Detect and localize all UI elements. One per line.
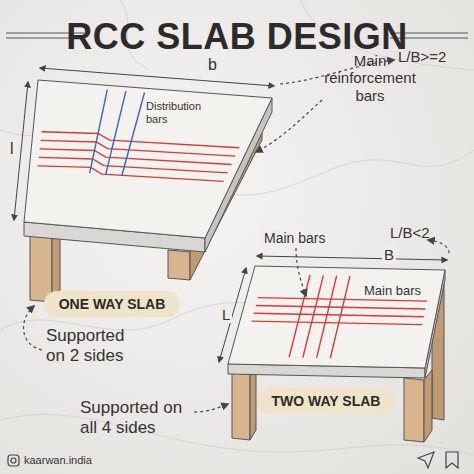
ratio-label: L/B>=2	[398, 48, 446, 65]
main-bar	[41, 140, 236, 156]
main-bar	[42, 132, 240, 148]
two-way-slab	[228, 266, 445, 442]
support-note: Supported on 2 sides	[46, 326, 138, 365]
main-bar	[252, 321, 423, 325]
marble-veins	[0, 0, 474, 455]
main-bar	[254, 313, 424, 317]
slab-type-band: TWO WAY SLAB	[257, 388, 396, 414]
dimension-label: L	[220, 306, 232, 323]
slab-type-band: ONE WAY SLAB	[44, 291, 181, 317]
leader-line	[24, 60, 450, 412]
support-note: Supported on all 4 sides	[80, 398, 192, 437]
band-label: TWO WAY SLAB	[272, 393, 381, 409]
main-bar	[38, 166, 224, 181]
dimension-label: b	[206, 56, 219, 74]
main-bar	[40, 149, 232, 165]
reinforcement-bars	[252, 275, 428, 358]
distribution-bar	[106, 91, 126, 174]
dimension-label: l	[8, 140, 16, 158]
ratio-label: L/B<2	[390, 224, 430, 241]
bar-label: Distribution bars	[146, 100, 210, 125]
one-way-slab	[24, 80, 272, 302]
bar-label: Main bars	[364, 284, 421, 299]
main-bar	[289, 275, 310, 357]
watermark: kaarwan.india	[24, 454, 92, 467]
footer-icon	[8, 452, 458, 468]
bar-label: Main reinforcement bars	[318, 52, 422, 104]
band-label: ONE WAY SLAB	[59, 296, 166, 312]
main-bar	[330, 276, 350, 358]
dimension-label: B	[382, 246, 396, 263]
main-bar	[39, 157, 228, 173]
main-bar	[258, 298, 427, 302]
distribution-bar	[90, 90, 108, 173]
main-bar	[256, 305, 426, 309]
dimension-line	[14, 68, 447, 362]
bar-label: Main bars	[262, 230, 327, 246]
reinforcement-bars	[38, 90, 240, 182]
distribution-bar	[122, 93, 145, 176]
